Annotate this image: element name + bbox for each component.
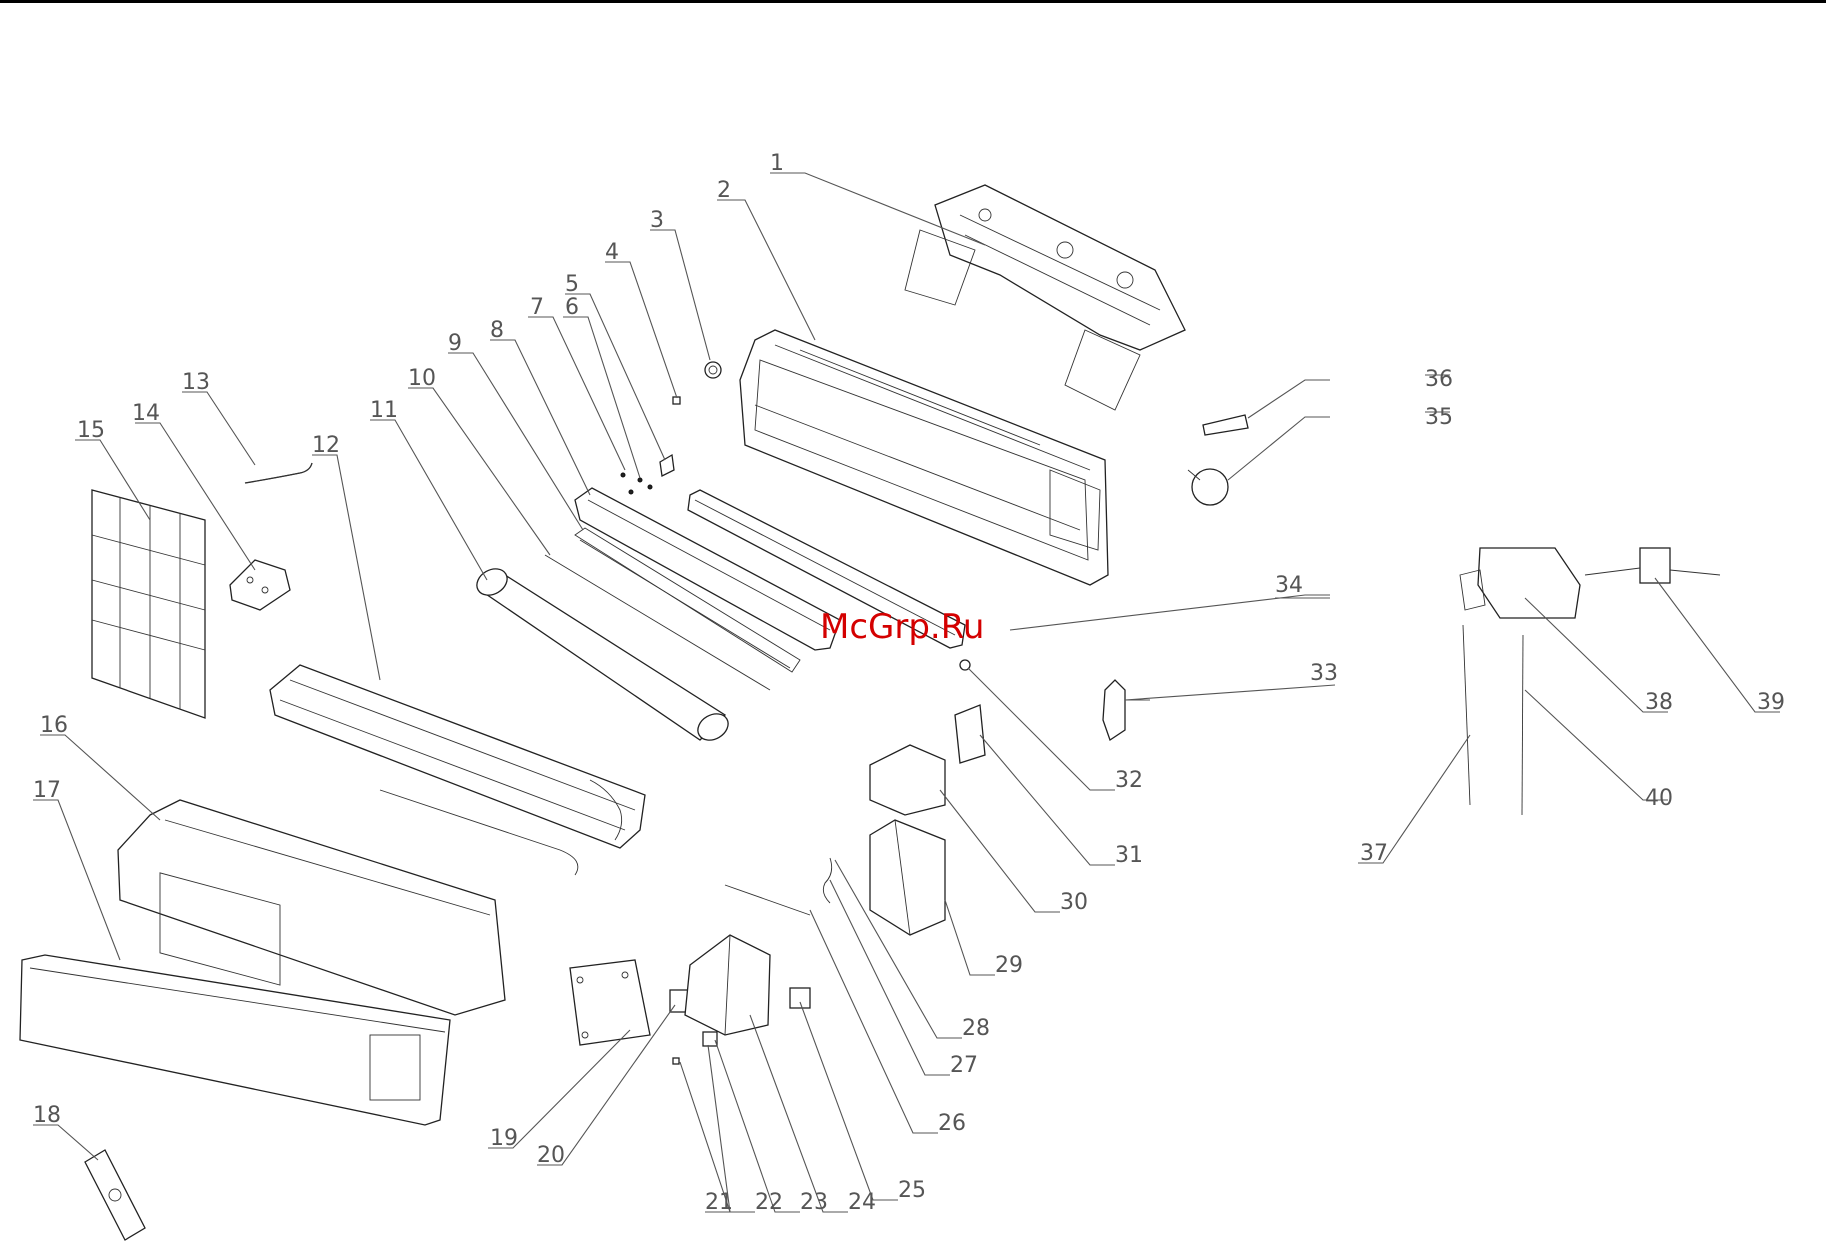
callout-label-34: 34 (1275, 573, 1303, 598)
callout-label-32: 32 (1115, 768, 1143, 793)
callout-label-24: 24 (848, 1190, 876, 1215)
fan-motor-part (1188, 469, 1228, 505)
callout-label-11: 11 (370, 398, 398, 423)
callout-label-31: 31 (1115, 843, 1143, 868)
watermark-text: McGrp.Ru (820, 607, 984, 647)
callout-label-16: 16 (40, 713, 68, 738)
callout-label-18: 18 (33, 1103, 61, 1128)
callout-label-25: 25 (898, 1178, 926, 1203)
step-motor-part (660, 455, 674, 476)
callout-label-30: 30 (1060, 890, 1088, 915)
callout-label-3: 3 (650, 208, 664, 233)
remote-controller-part (85, 1150, 145, 1240)
bracket-part (230, 560, 290, 610)
callout-label-28: 28 (962, 1016, 990, 1041)
sensor-wires (725, 858, 832, 915)
callout-label-37: 37 (1360, 841, 1388, 866)
callout-label-13: 13 (182, 370, 210, 395)
callout-label-38: 38 (1645, 690, 1673, 715)
reactor-box-part (1460, 548, 1580, 618)
callout-label-9: 9 (448, 331, 462, 356)
callout-label-23: 23 (800, 1190, 828, 1215)
bearing-part (705, 362, 721, 378)
callout-label-36: 36 (1425, 367, 1453, 392)
callout-label-21: 21 (705, 1190, 733, 1215)
clamp-part (1103, 680, 1125, 740)
callout-label-14: 14 (132, 401, 160, 426)
callout-label-6: 6 (565, 295, 579, 320)
cross-flow-fan-part (472, 564, 733, 746)
callout-label-12: 12 (312, 433, 340, 458)
box-cover-part (870, 745, 945, 815)
callout-label-29: 29 (995, 953, 1023, 978)
electric-box-part (685, 935, 770, 1035)
callout-label-26: 26 (938, 1111, 966, 1136)
control-board-part (570, 960, 650, 1045)
crank-parts (621, 473, 652, 494)
callout-label-15: 15 (77, 418, 105, 443)
callout-label-2: 2 (717, 178, 731, 203)
callout-label-33: 33 (1310, 661, 1338, 686)
motor-support-part (870, 820, 945, 935)
callout-label-19: 19 (490, 1126, 518, 1151)
callout-label-1: 1 (770, 151, 784, 176)
callout-label-8: 8 (490, 318, 504, 343)
callout-label-10: 10 (408, 366, 436, 391)
callout-label-35: 35 (1425, 405, 1453, 430)
display-board-part (955, 705, 985, 763)
callout-label-5: 5 (565, 272, 579, 297)
drain-hose-part (245, 463, 312, 483)
evaporator-part (270, 665, 645, 875)
callout-label-22: 22 (755, 1190, 783, 1215)
connector-part (1203, 415, 1248, 435)
right-leader-ties (1275, 375, 1450, 598)
callout-label-7: 7 (530, 295, 544, 320)
capacitor-part (790, 988, 810, 1008)
mounting-plate-part (905, 185, 1185, 410)
callout-label-27: 27 (950, 1053, 978, 1078)
valve-assembly-part (1585, 548, 1720, 583)
callout-label-4: 4 (605, 240, 619, 265)
callout-label-40: 40 (1645, 786, 1673, 811)
callout-label-17: 17 (33, 778, 61, 803)
callout-label-20: 20 (537, 1143, 565, 1168)
callout-label-39: 39 (1757, 690, 1785, 715)
air-filter-part (92, 490, 205, 718)
connecting-tubes (1463, 625, 1523, 815)
